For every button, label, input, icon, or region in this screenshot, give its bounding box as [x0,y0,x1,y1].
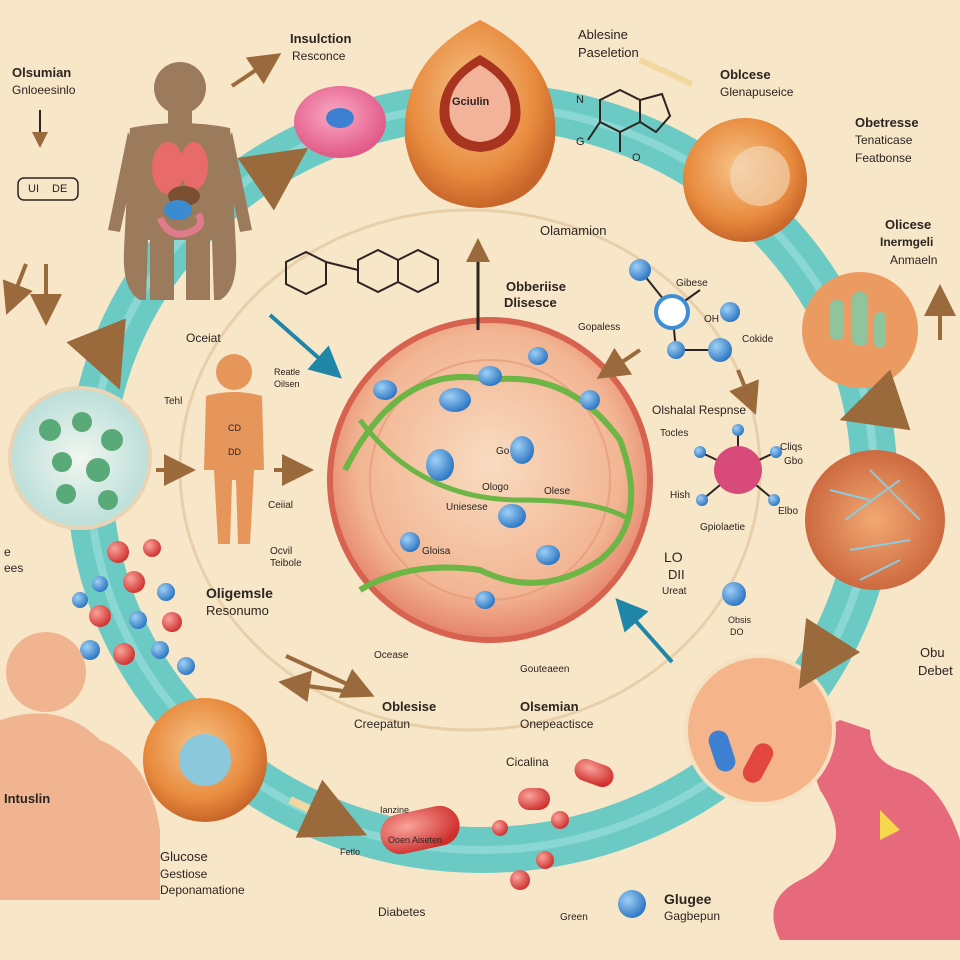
label-diabetes: Diabetes [378,905,426,919]
label-bottom-center-4: Onepeactisce [520,717,594,731]
label-bottom-center-3: Olsemian [520,699,579,714]
label-nucleus-olese: Olese [544,486,571,497]
label-tocles: Tocles [660,428,689,439]
label-glucose-1: Glucose [160,849,208,864]
label-gouteaeen: Gouteaeen [520,664,570,675]
human-body-icon [0,632,160,900]
label-glugee-1: Glugee [664,891,712,907]
label-hish: Hish [670,490,691,501]
human-body-icon [108,62,252,300]
label-oceiat: Oceiat [186,331,221,345]
label-cliqs: Cliqs [780,442,803,453]
label-receptor-title: Olshalal Respnse [652,403,747,417]
label-center-left-1: Obberiise [506,279,566,294]
label-insulin-top-2: Resconce [292,49,346,63]
molecule-structure-icon [587,88,672,152]
label-right-mid-1: Olicese [885,217,932,232]
label-bottom-center-1: Oblesise [382,699,437,714]
label-right-1: Obetresse [855,115,919,130]
label-lo: LO [664,549,683,565]
label-fetlo: Fetlo [340,847,361,857]
label-center-top: Olamamion [540,223,607,238]
label-body-teibole: Teibole [270,558,302,569]
label-gibese: Gibese [676,278,708,289]
label-top-left-1: Olsumian [12,65,72,80]
label-oligemsle-2: Resonumo [206,603,269,618]
label-right-mid-3: Anmaeln [890,253,938,267]
label-body-ocvil: Ocvil [270,546,293,557]
label-ocease: Ocease [374,650,409,661]
label-top-left-2: Gnloeesinlo [12,83,76,97]
label-gbo: Gbo [784,456,803,467]
label-bottom-center-2: Creepatun [354,717,411,731]
label-green: Green [560,912,588,923]
label-glucose-3: Deponamatione [160,883,245,897]
label-body-r2: Oilsen [274,379,300,389]
pill-capsule-icon [708,730,774,783]
ui-de-box [17,177,79,201]
label-top-right-1: Oblcese [720,67,771,82]
label-right-3: Featbonse [855,151,912,165]
label-glugee-2: Gagbepun [664,909,721,923]
label-nucleus-ologo: Ologo [482,482,509,493]
label-cicalina: Cicalina [506,755,549,769]
label-body-cd: CD [228,423,241,433]
label-top-center-2: Paseletion [578,45,639,60]
label-ianzine: Ianzine [380,805,410,815]
label-right-bottom-2: Debet [918,663,953,678]
label-left-ees: ees [4,561,24,575]
label-obsis-1: Obsis [728,615,752,625]
label-body-ceiial: Ceiial [268,500,294,511]
label-right-mid-2: Inermgeli [880,235,934,249]
label-top-right-2: Glenapuseice [720,85,794,99]
label-insulin-chest: Intuslin [4,791,51,806]
label-box-ui: UI [28,183,39,195]
label-glucose-2: Gestiose [160,867,208,881]
cell-nucleus [327,317,653,643]
label-dii: DII [668,567,685,582]
label-nucleus-go: Go [496,446,510,457]
label-body-dd: DD [228,447,241,457]
label-ooen-aiseten: Ooen Aiseten [388,835,443,845]
human-body-icon [204,354,264,544]
label-oligemsle-1: Oligemsle [206,585,273,601]
label-body-tehl: Tehl [164,396,183,407]
label-right-bottom-1: Obu [920,645,945,660]
label-cell-center: Gciulin [452,96,490,108]
label-top-center-1: Ablesine [578,27,628,42]
label-cokide: Cokide [742,334,774,345]
label-box-de: DE [52,183,68,195]
label-mol-g: G [576,136,585,148]
label-gopaless: Gopaless [578,322,621,333]
label-mol-o: O [632,152,641,164]
label-ureat: Ureat [662,586,687,597]
label-left-e: e [4,545,11,559]
label-obsis-2: DO [730,627,744,637]
label-gpiolaetie: Gpiolaetie [700,522,746,533]
label-nucleus-uniesese: Uniesese [446,502,488,513]
label-body-r1: Reatle [274,367,301,377]
label-mol-n: N [576,94,584,106]
virus-receptor-icon [694,424,782,506]
label-center-left-2: Dlisesce [504,295,557,310]
label-elbo: Elbo [778,506,799,517]
label-insulin-top-1: Insulction [290,31,352,46]
label-right-2: Tenaticase [855,133,913,147]
fat-cell-icon [404,20,556,208]
label-oh: OH [704,314,719,325]
label-nucleus-gloisa: Gloisa [422,546,451,557]
